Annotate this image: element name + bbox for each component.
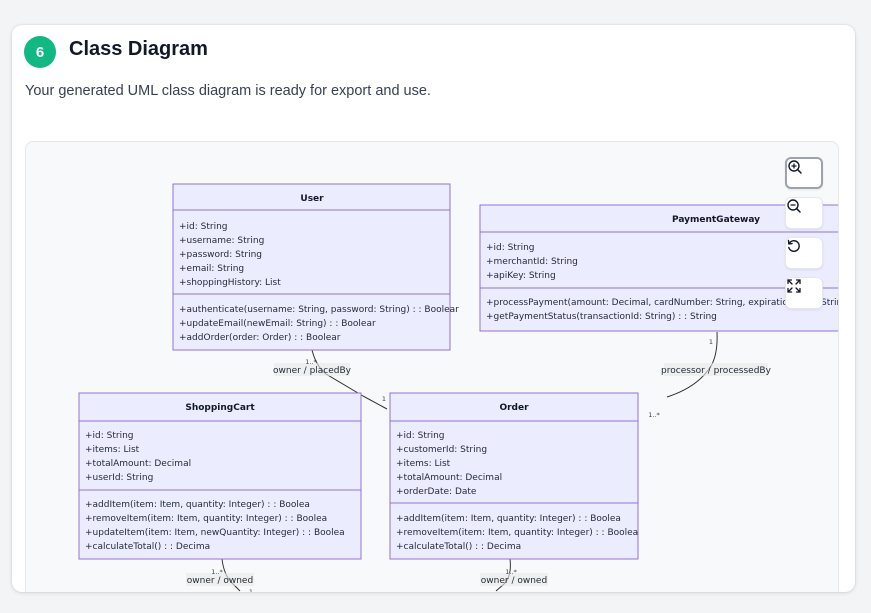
- method: +authenticate(username: String, password…: [179, 305, 459, 315]
- mult-user: 1..*: [305, 358, 317, 366]
- method: +removeItem(item: Item, quantity: Intege…: [396, 528, 638, 538]
- zoom-in-button[interactable]: [785, 157, 823, 189]
- fit-screen-button[interactable]: [785, 277, 823, 309]
- reset-view-button[interactable]: [785, 237, 823, 269]
- mult-cart-target: 1: [249, 588, 253, 592]
- class-user[interactable]: User +id: String +username: String +pass…: [172, 183, 459, 351]
- attribute: +totalAmount: Decimal: [396, 473, 502, 483]
- edge-label-processor-processed-by: processor / processedBy: [661, 366, 772, 376]
- edge-labels: owner / placedBy 1..* 1 processor / proc…: [186, 338, 772, 592]
- zoom-in-icon: [788, 160, 802, 174]
- method: +addItem(item: Item, quantity: Integer) …: [396, 514, 621, 524]
- fit-screen-icon: [787, 279, 801, 293]
- attribute: +apiKey: String: [486, 271, 556, 281]
- edge-user-order-b: [362, 395, 388, 410]
- attribute: +id: String: [486, 243, 535, 253]
- mult-cart: 1..*: [211, 568, 223, 576]
- mult-order: 1..*: [505, 568, 517, 576]
- class-name: ShoppingCart: [185, 403, 255, 413]
- method: +calculateTotal() : : Decima: [85, 542, 210, 552]
- edge-label-order-owner-owned: owner / owned: [481, 576, 547, 586]
- step-badge: 6: [24, 36, 56, 68]
- attribute: +items: List: [396, 459, 451, 469]
- edge-label-cart-owner-owned: owner / owned: [187, 576, 253, 586]
- section-subtitle: Your generated UML class diagram is read…: [25, 83, 431, 99]
- attribute: +username: String: [179, 236, 264, 246]
- edge-label-owner-placed-by: owner / placedBy: [273, 366, 352, 376]
- class-diagram-card: 6 Class Diagram Your generated UML class…: [12, 25, 855, 592]
- attribute: +totalAmount: Decimal: [85, 459, 191, 469]
- attribute: +id: String: [85, 431, 134, 441]
- class-name: Order: [499, 403, 529, 413]
- reset-icon: [787, 239, 800, 252]
- attribute: +id: String: [179, 222, 228, 232]
- attribute: +orderDate: Date: [396, 487, 477, 497]
- attribute: +shoppingHistory: List: [179, 278, 281, 288]
- class-shopping-cart[interactable]: ShoppingCart +id: String +items: List +t…: [78, 392, 362, 560]
- diagram-canvas[interactable]: owner / placedBy 1..* 1 processor / proc…: [25, 141, 839, 592]
- uml-diagram: owner / placedBy 1..* 1 processor / proc…: [78, 183, 839, 592]
- attribute: +customerId: String: [396, 445, 487, 455]
- attribute: +id: String: [396, 431, 445, 441]
- attribute: +merchantId: String: [486, 257, 578, 267]
- attribute: +email: String: [179, 264, 244, 274]
- attribute: +userId: String: [85, 473, 153, 483]
- method: +processPayment(amount: Decimal, cardNum…: [486, 298, 839, 308]
- class-payment-gateway[interactable]: PaymentGateway +id: String +merchantId: …: [479, 204, 839, 332]
- method: +getPaymentStatus(transactionId: String)…: [486, 312, 717, 322]
- mult-gateway: 1: [709, 338, 713, 346]
- class-order[interactable]: Order +id: String +customerId: String +i…: [389, 392, 639, 560]
- section-title: Class Diagram: [69, 38, 208, 60]
- zoom-out-button[interactable]: [785, 197, 823, 229]
- zoom-out-icon: [787, 199, 801, 213]
- attribute: +items: List: [85, 445, 140, 455]
- method: +addOrder(order: Order) : : Boolear: [179, 333, 341, 343]
- class-name: PaymentGateway: [672, 215, 760, 225]
- method: +addItem(item: Item, quantity: Integer) …: [85, 500, 310, 510]
- mult-order-gateway: 1..*: [648, 411, 660, 419]
- method: +removeItem(item: Item, quantity: Intege…: [85, 514, 327, 524]
- class-name: User: [300, 194, 324, 204]
- method: +updateItem(item: Item, newQuantity: Int…: [85, 528, 345, 538]
- method: +calculateTotal() : : Decima: [396, 542, 521, 552]
- mult-order-user: 1: [382, 395, 386, 403]
- attribute: +password: String: [179, 250, 262, 260]
- method: +updateEmail(newEmail: String) : : Boole…: [179, 319, 376, 329]
